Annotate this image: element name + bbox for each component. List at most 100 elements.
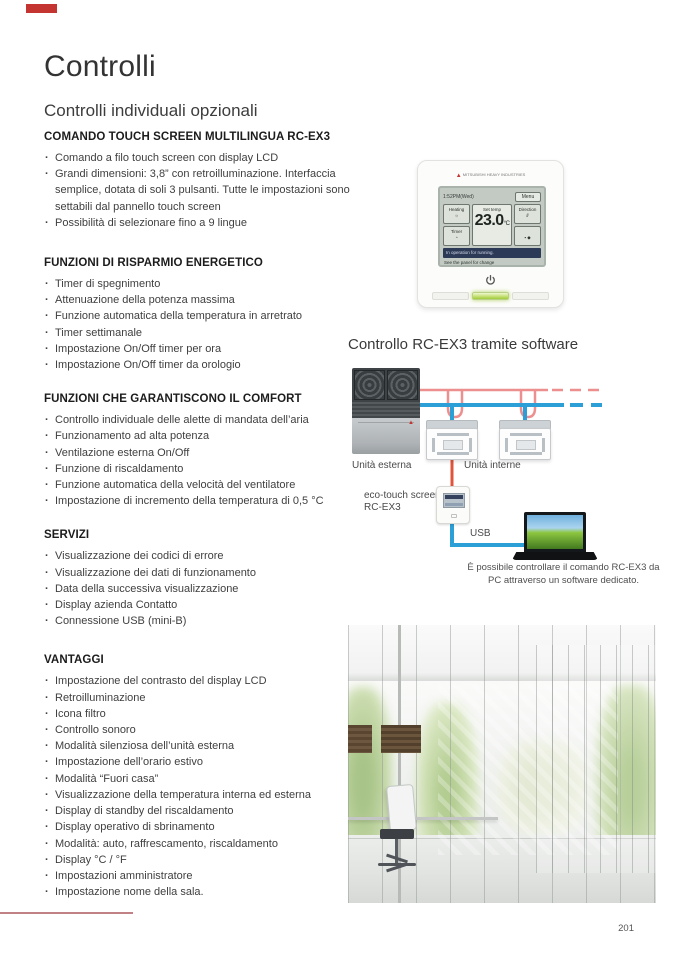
bullet-item: Visualizzazione dei codici di errore bbox=[44, 548, 358, 564]
bullet-item: Impostazioni amministratore bbox=[44, 868, 358, 884]
outdoor-unit-image: ▲ bbox=[352, 368, 420, 454]
corner-red-tab bbox=[26, 4, 57, 13]
bullet-item: Data della successiva visualizzazione bbox=[44, 581, 358, 597]
indoor-cassette-unit-2 bbox=[499, 420, 551, 460]
remote-right-button bbox=[512, 292, 549, 300]
bullet-item: Display °C / °F bbox=[44, 852, 358, 868]
page-number: 201 bbox=[618, 923, 634, 934]
lcd-menu-button: Menu bbox=[515, 192, 541, 202]
lcd-hint-text: See the panel for change bbox=[444, 260, 495, 265]
bullet-item: Funzione automatica della velocità del v… bbox=[44, 477, 358, 493]
page-title: Controlli bbox=[44, 50, 156, 83]
lcd-set-temp-panel: Set temp 23.0°C bbox=[472, 204, 512, 246]
power-icon bbox=[418, 274, 563, 292]
bullet-item: Funzionamento ad alta potenza bbox=[44, 428, 358, 444]
bullet-item: Funzione automatica della temperatura in… bbox=[44, 308, 358, 324]
fan-icon: ▪ ◆ bbox=[524, 235, 531, 240]
bullet-item: Ventilazione esterna On/Off bbox=[44, 445, 358, 461]
bullet-item: Retroilluminazione bbox=[44, 690, 358, 706]
bullet-item: Timer di spegnimento bbox=[44, 276, 358, 292]
bullet-item: Display operativo di sbrinamento bbox=[44, 819, 358, 835]
bullet-item: Impostazione On/Off timer per ora bbox=[44, 341, 358, 357]
bullet-item: Display di standby del riscaldamento bbox=[44, 803, 358, 819]
bullet-item: Impostazione di incremento della tempera… bbox=[44, 493, 358, 509]
lcd-clock: 1:52PM(Wed) bbox=[443, 194, 474, 200]
desk bbox=[348, 817, 498, 820]
louver-icon: ⫻ bbox=[526, 213, 529, 218]
lcd-timer-button: Timer◔ bbox=[443, 226, 470, 246]
section-heading: SERVIZI bbox=[44, 529, 90, 542]
usb-label: USB bbox=[470, 528, 491, 539]
bullet-item: Possibilità di selezionare fino a 9 ling… bbox=[44, 215, 358, 231]
outdoor-unit-label: Unità esterna bbox=[352, 460, 412, 471]
sections: COMANDO TOUCH SCREEN MULTILINGUA RC-EX3 … bbox=[44, 131, 358, 926]
remote-left-button bbox=[432, 292, 469, 300]
text-section: SERVIZI Visualizzazione dei codici di er… bbox=[44, 529, 358, 629]
brand-logo: ▲ MITSUBISHI HEAVY INDUSTRIES bbox=[455, 172, 526, 179]
diagram-heading: Controllo RC-EX3 tramite software bbox=[348, 336, 579, 353]
lcd-status-bar: In operation for running. bbox=[443, 248, 541, 258]
bullet-item: Grandi dimensioni: 3,8” con retroillumin… bbox=[44, 166, 358, 215]
bullet-item: Comando a filo touch screen con display … bbox=[44, 150, 358, 166]
laptop-base bbox=[512, 552, 598, 560]
bullet-item: Funzione di riscaldamento bbox=[44, 461, 358, 477]
laptop-image bbox=[524, 512, 586, 552]
brand-triangle-icon: ▲ bbox=[455, 173, 462, 179]
bullet-item: Modalità: auto, raffrescamento, riscalda… bbox=[44, 836, 358, 852]
diagram-caption: È possibile controllare il comando RC-EX… bbox=[467, 562, 660, 586]
indoor-units-label: Unità interne bbox=[464, 460, 521, 471]
section-heading: FUNZIONI DI RISPARMIO ENERGETICO bbox=[44, 257, 263, 270]
footer-accent-line bbox=[0, 912, 133, 914]
bullet-item: Impostazione dell’orario estivo bbox=[44, 754, 358, 770]
remote-center-button-led bbox=[472, 292, 509, 300]
bullet-list: Visualizzazione dei codici di erroreVisu… bbox=[44, 548, 358, 629]
bullet-list: Controllo individuale delle alette di ma… bbox=[44, 412, 358, 509]
remote-lcd-screen: 1:52PM(Wed) Menu Heating☼ Timer◔ Set tem… bbox=[438, 186, 546, 267]
office-photo bbox=[348, 625, 656, 903]
office-chair bbox=[386, 783, 417, 833]
text-section: FUNZIONI CHE GARANTISCONO IL COMFORT Con… bbox=[44, 393, 358, 509]
bullet-item: Modalità “Fuori casa” bbox=[44, 771, 358, 787]
bullet-item: Controllo individuale delle alette di ma… bbox=[44, 412, 358, 428]
diagram-lines bbox=[412, 388, 602, 547]
bullet-item: Impostazione nome della sala. bbox=[44, 884, 358, 900]
page-subtitle: Controlli individuali opzionali bbox=[44, 101, 258, 120]
fan-grille-icon bbox=[354, 370, 385, 400]
bullet-list: Timer di spegnimentoAttenuazione della p… bbox=[44, 276, 358, 373]
section-heading: COMANDO TOUCH SCREEN MULTILINGUA RC-EX3 bbox=[44, 131, 331, 143]
bullet-item: Connessione USB (mini-B) bbox=[44, 613, 358, 629]
connection-diagram: ▲ Unità esterna Unità interne eco-touch … bbox=[348, 358, 678, 624]
section-heading: FUNZIONI CHE GARANTISCONO IL COMFORT bbox=[44, 393, 302, 406]
text-section: COMANDO TOUCH SCREEN MULTILINGUA RC-EX3 … bbox=[44, 131, 358, 231]
bullet-item: Timer settimanale bbox=[44, 325, 358, 341]
bullet-item: Controllo sonoro bbox=[44, 722, 358, 738]
temp-unit: °C bbox=[503, 221, 510, 227]
bullet-list: Comando a filo touch screen con display … bbox=[44, 150, 358, 231]
bullet-item: Modalità silenziosa dell’unità esterna bbox=[44, 738, 358, 754]
sun-icon: ☼ bbox=[454, 213, 459, 218]
brand-triangle-icon: ▲ bbox=[408, 420, 414, 426]
bullet-list: Impostazione del contrasto del display L… bbox=[44, 673, 358, 900]
bullet-item: Impostazione On/Off timer da orologio bbox=[44, 357, 358, 373]
bullet-item: Visualizzazione dei dati di funzionament… bbox=[44, 565, 358, 581]
lcd-fan-button: ▪ ◆ bbox=[514, 226, 541, 246]
wood-panel bbox=[348, 725, 372, 753]
lcd-direction-button: Direction⫻ bbox=[514, 204, 541, 224]
text-section: VANTAGGI Impostazione del contrasto del … bbox=[44, 654, 358, 900]
temp-value: 23.0 bbox=[474, 212, 505, 229]
clock-icon: ◔ bbox=[455, 235, 458, 240]
wood-panel bbox=[381, 725, 421, 753]
indoor-cassette-unit-1 bbox=[426, 420, 478, 460]
eco-touch-remote-image bbox=[436, 486, 470, 524]
rc-ex3-remote-image: ▲ MITSUBISHI HEAVY INDUSTRIES 1:52PM(Wed… bbox=[417, 160, 564, 308]
bullet-item: Attenuazione della potenza massima bbox=[44, 292, 358, 308]
fan-grille-icon bbox=[387, 370, 418, 400]
bullet-item: Visualizzazione della temperatura intern… bbox=[44, 787, 358, 803]
section-heading: VANTAGGI bbox=[44, 654, 104, 667]
text-section: FUNZIONI DI RISPARMIO ENERGETICO Timer d… bbox=[44, 257, 358, 373]
lcd-heating-button: Heating☼ bbox=[443, 204, 470, 224]
bullet-item: Display azienda Contatto bbox=[44, 597, 358, 613]
bullet-item: Icona filtro bbox=[44, 706, 358, 722]
